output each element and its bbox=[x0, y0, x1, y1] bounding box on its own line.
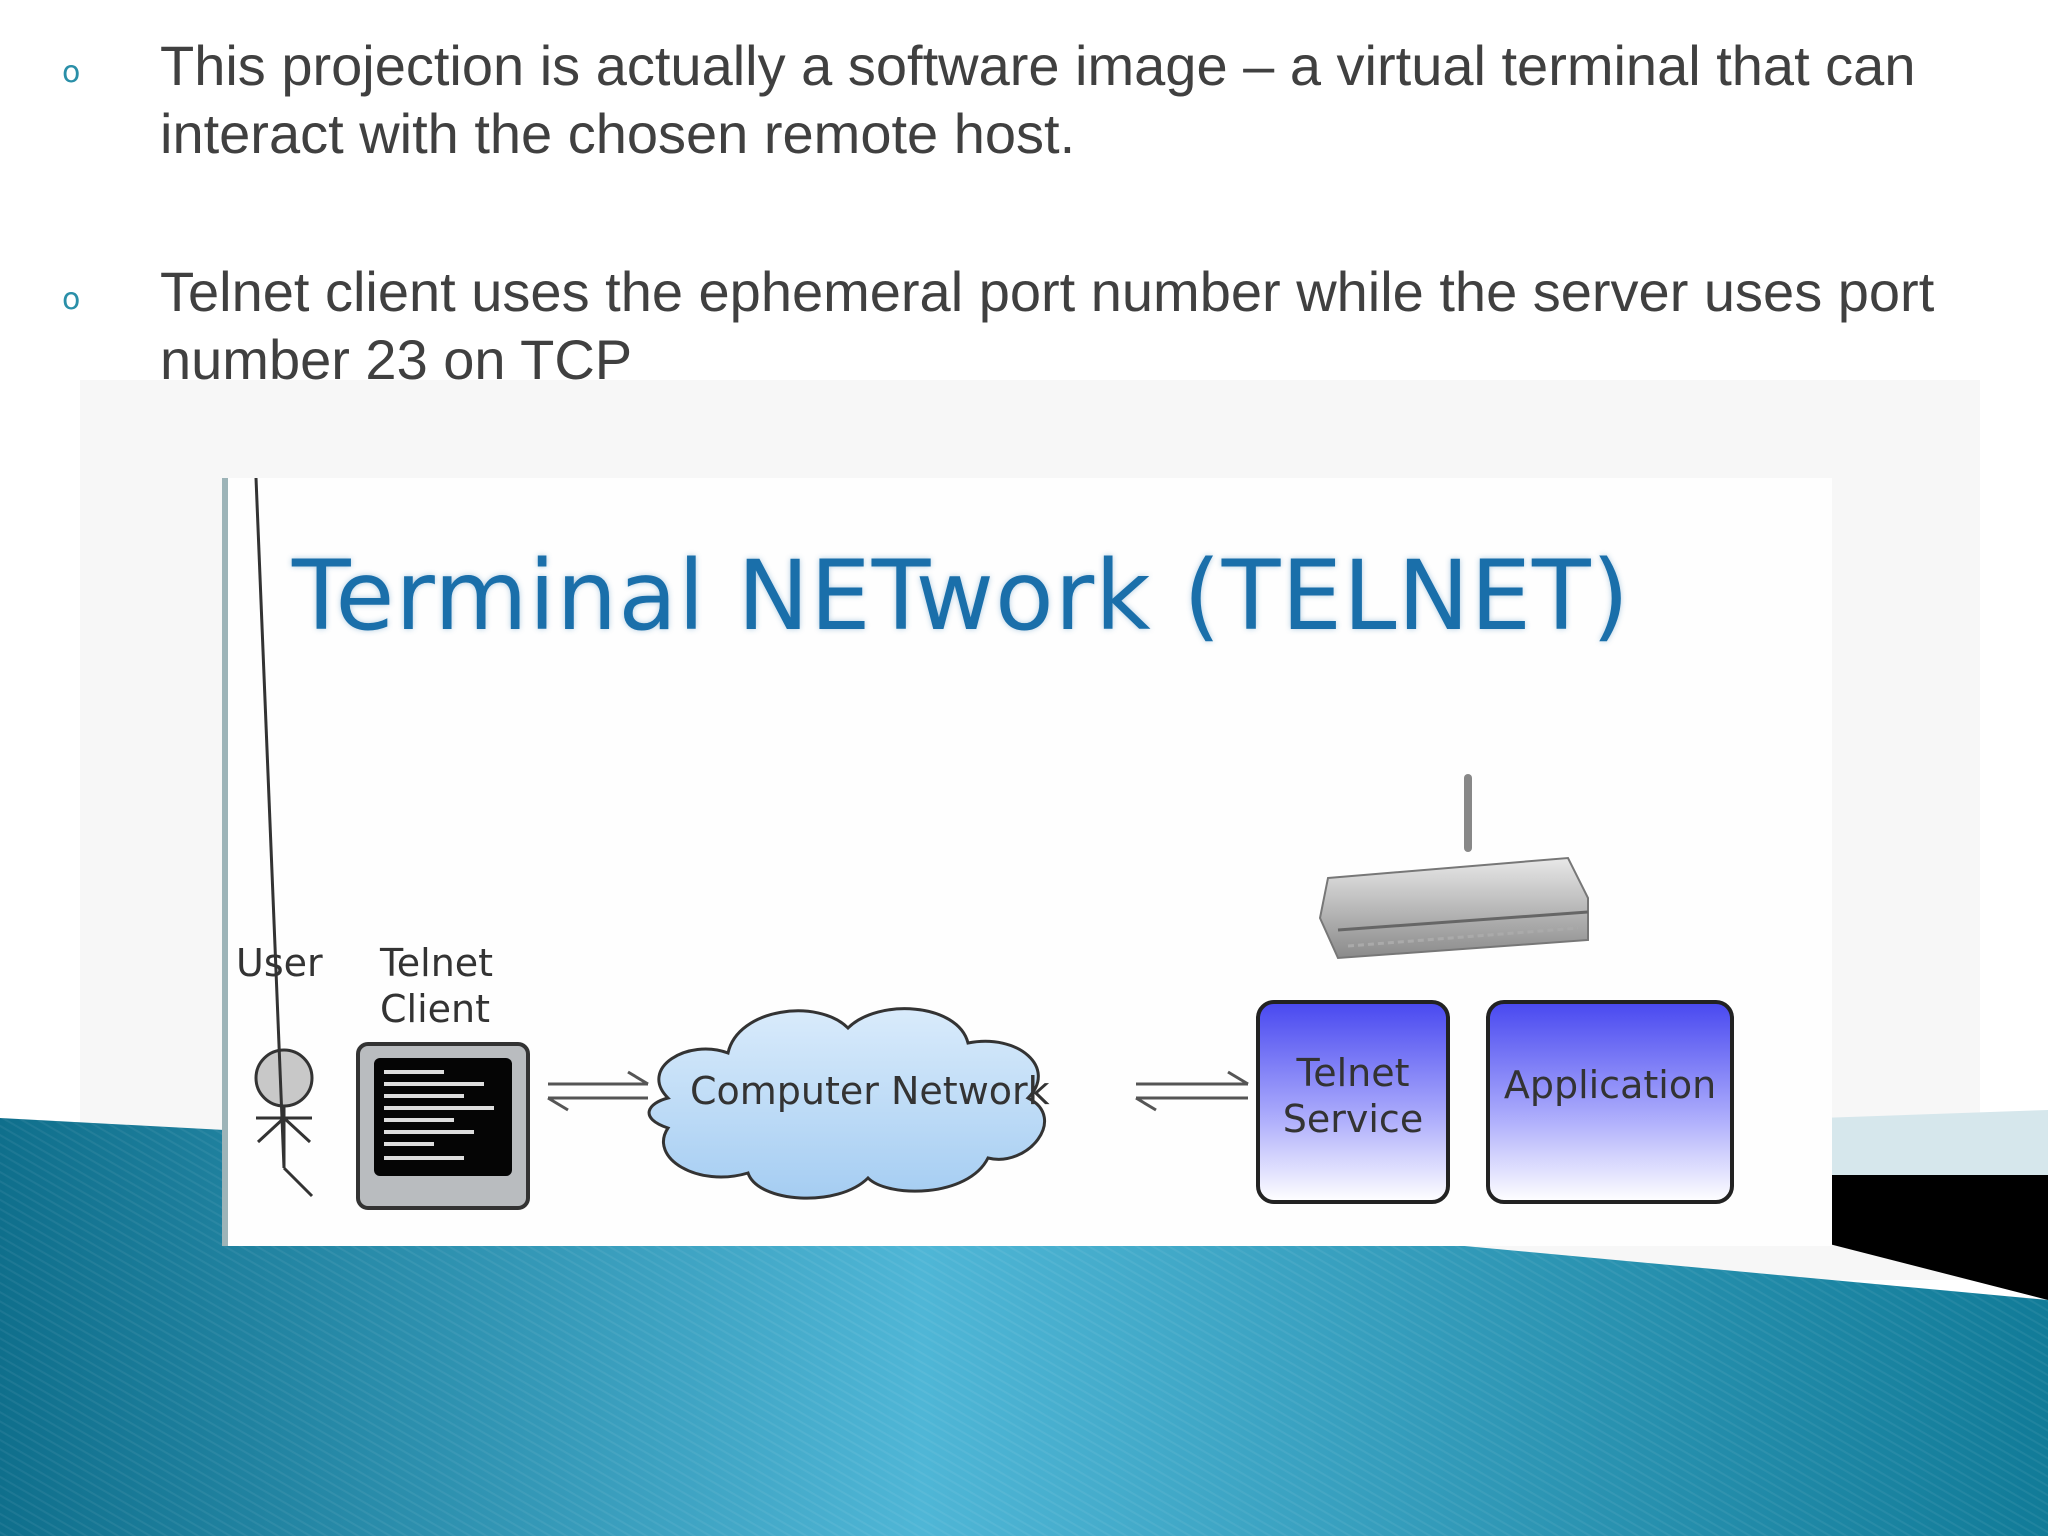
terminal-monitor-icon bbox=[356, 1042, 530, 1210]
computer-network-label: Computer Network bbox=[690, 1069, 1050, 1113]
diagram-title: Terminal NETwork (TELNET) bbox=[292, 540, 1631, 652]
bullet-text-2: Telnet client uses the ephemeral port nu… bbox=[160, 260, 1935, 391]
client-network-arrows-icon bbox=[547, 1070, 649, 1112]
telnet-service-label: Telnet Service bbox=[1282, 1051, 1424, 1141]
telnet-diagram: Terminal NETwork (TELNET) User Telnet Cl… bbox=[222, 478, 1832, 1246]
router-icon bbox=[1318, 774, 1589, 960]
telnet-service-box bbox=[1256, 1000, 1450, 1204]
application-box bbox=[1486, 1000, 1734, 1204]
light-band bbox=[1820, 1110, 2048, 1175]
network-cloud-icon bbox=[647, 1007, 1047, 1200]
bullet-marker-1: o bbox=[62, 55, 81, 90]
application-label: Application bbox=[1503, 1063, 1717, 1107]
bullet-text-1: This projection is actually a software i… bbox=[160, 34, 1916, 165]
network-service-arrows-icon bbox=[1135, 1070, 1249, 1112]
user-label: User bbox=[236, 941, 323, 985]
telnet-client-label: Telnet Client bbox=[380, 941, 494, 1031]
diagram-graphics bbox=[254, 478, 1734, 1210]
user-figure-icon bbox=[254, 478, 314, 1198]
bullet-marker-2: o bbox=[62, 282, 81, 317]
